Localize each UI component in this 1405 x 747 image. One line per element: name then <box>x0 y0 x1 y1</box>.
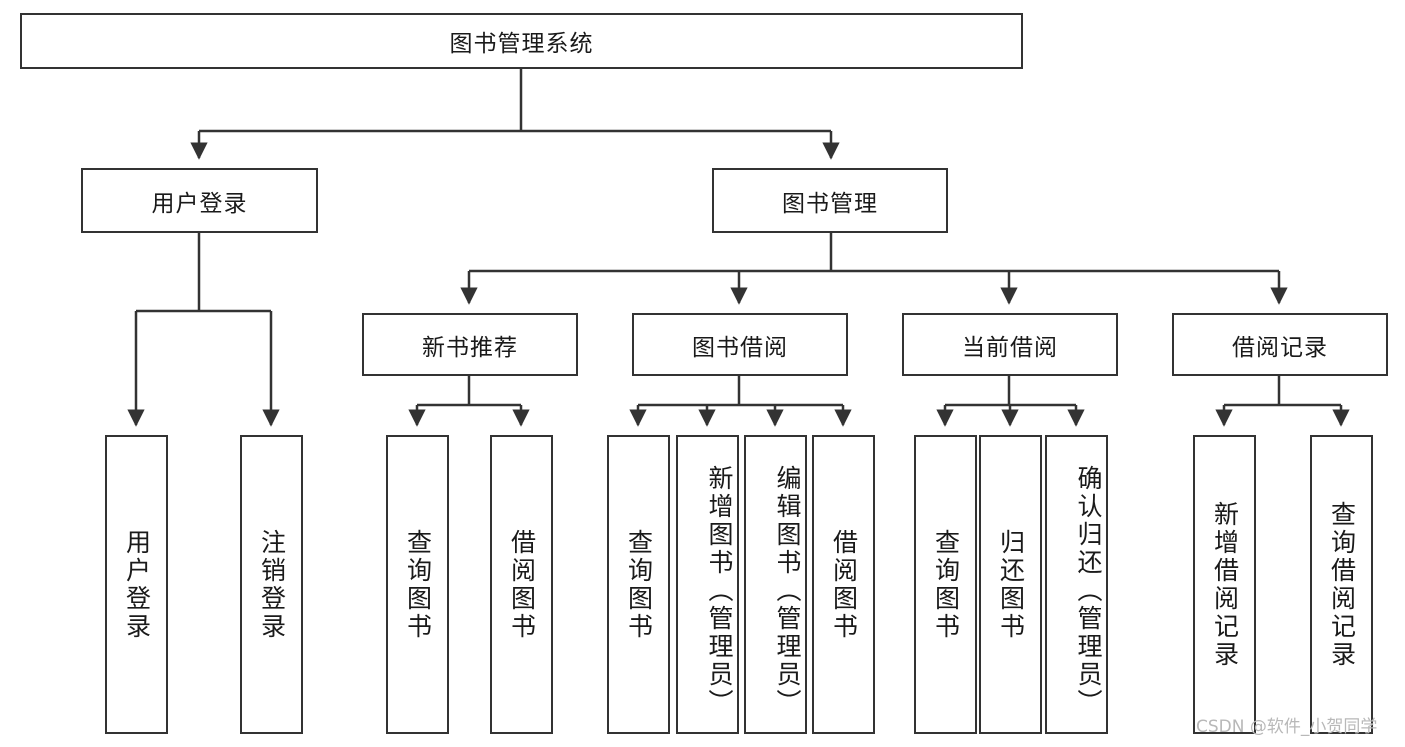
leaf-user-login[interactable]: 用户登录 <box>105 435 168 734</box>
leaf-add-book-admin[interactable]: 新增图书（管理员） <box>676 435 739 734</box>
leaf-borrow-book-recommend[interactable]: 借阅图书 <box>490 435 553 734</box>
leaf-return-book[interactable]: 归还图书 <box>979 435 1042 734</box>
node-current-borrow[interactable]: 当前借阅 <box>902 313 1118 376</box>
csdn-watermark: CSDN @软件_小贺同学 <box>1196 717 1378 737</box>
node-user-login[interactable]: 用户登录 <box>81 168 318 233</box>
leaf-edit-book-admin[interactable]: 编辑图书（管理员） <box>744 435 807 734</box>
leaf-query-book-borrow[interactable]: 查询图书 <box>607 435 670 734</box>
leaf-query-book-recommend[interactable]: 查询图书 <box>386 435 449 734</box>
leaf-query-borrow-record[interactable]: 查询借阅记录 <box>1310 435 1373 734</box>
leaf-add-borrow-record[interactable]: 新增借阅记录 <box>1193 435 1256 734</box>
leaf-query-book-current[interactable]: 查询图书 <box>914 435 977 734</box>
node-book-management[interactable]: 图书管理 <box>712 168 948 233</box>
leaf-user-logout[interactable]: 注销登录 <box>240 435 303 734</box>
node-root[interactable]: 图书管理系统 <box>20 13 1023 69</box>
leaf-borrow-book[interactable]: 借阅图书 <box>812 435 875 734</box>
leaf-confirm-return-admin[interactable]: 确认归还（管理员） <box>1045 435 1108 734</box>
node-new-book-recommend[interactable]: 新书推荐 <box>362 313 578 376</box>
node-book-borrow[interactable]: 图书借阅 <box>632 313 848 376</box>
node-borrow-record[interactable]: 借阅记录 <box>1172 313 1388 376</box>
